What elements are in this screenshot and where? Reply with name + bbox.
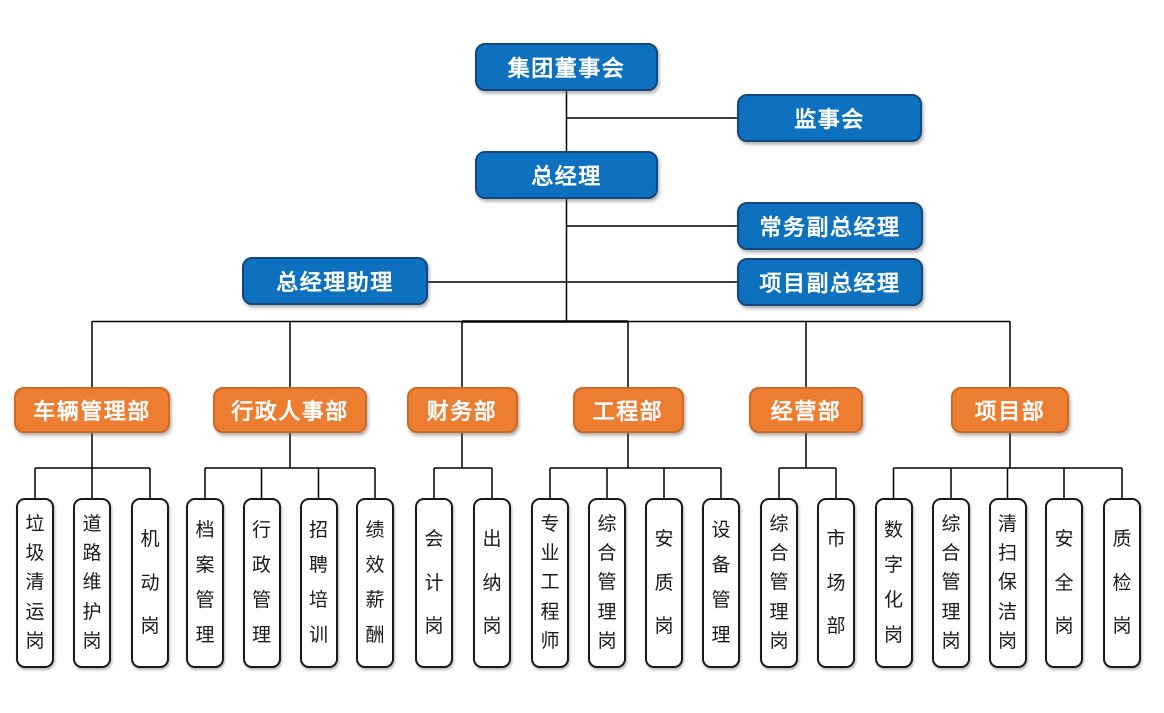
position-label: 设备管理	[711, 519, 731, 646]
position-box: 垃圾清运岗	[16, 498, 54, 668]
dept-box: 行政人事部	[213, 387, 367, 433]
position-label: 机动岗	[140, 527, 160, 638]
position-box: 道路维护岗	[73, 498, 111, 668]
node-executive-deputy-gm: 常务副总经理	[737, 202, 923, 250]
position-label: 绩效薪酬	[365, 519, 385, 646]
position-label: 综合管理岗	[941, 513, 961, 652]
position-box: 招聘培训	[299, 498, 338, 668]
position-box: 会计岗	[415, 498, 453, 668]
dept-box: 项目部	[951, 387, 1069, 433]
position-box: 数字化岗	[874, 498, 913, 668]
position-label: 招聘培训	[308, 519, 328, 646]
position-box: 综合管理岗	[932, 498, 970, 668]
position-label: 档案管理	[195, 519, 215, 646]
position-box: 安质岗	[645, 498, 683, 668]
position-box: 设备管理	[702, 498, 740, 668]
node-supervisory-board: 监事会	[737, 94, 922, 142]
position-label: 质检岗	[1112, 527, 1132, 638]
node-board: 集团董事会	[475, 43, 658, 91]
position-label: 综合管理岗	[597, 513, 617, 652]
position-label: 安全岗	[1054, 527, 1074, 638]
position-box: 安全岗	[1045, 498, 1083, 668]
position-box: 行政管理	[242, 498, 281, 668]
dept-box: 经营部	[749, 387, 863, 433]
position-box: 档案管理	[186, 498, 224, 668]
position-label: 安质岗	[654, 527, 674, 638]
position-box: 质检岗	[1103, 498, 1141, 668]
position-box: 出纳岗	[473, 498, 511, 668]
dept-box: 车辆管理部	[14, 387, 170, 433]
node-gm-assistant: 总经理助理	[242, 257, 428, 305]
position-box: 绩效薪酬	[356, 498, 394, 668]
position-box: 清扫保洁岗	[988, 498, 1027, 668]
position-label: 数字化岗	[883, 519, 903, 646]
position-box: 专业工程师	[531, 498, 569, 668]
position-box: 综合管理岗	[760, 498, 798, 668]
position-label: 垃圾清运岗	[25, 513, 45, 652]
position-label: 行政管理	[251, 519, 271, 646]
position-box: 市场部	[817, 498, 855, 668]
position-label: 会计岗	[424, 527, 444, 638]
position-label: 市场部	[826, 527, 846, 638]
position-label: 清扫保洁岗	[997, 513, 1017, 652]
position-label: 综合管理岗	[769, 513, 789, 652]
position-label: 专业工程师	[540, 513, 560, 652]
node-project-deputy-gm: 项目副总经理	[737, 258, 923, 306]
dept-box: 工程部	[572, 387, 684, 433]
position-label: 道路维护岗	[82, 513, 102, 652]
position-box: 机动岗	[131, 498, 169, 668]
node-general-manager: 总经理	[475, 151, 658, 199]
position-label: 出纳岗	[482, 527, 502, 638]
position-box: 综合管理岗	[588, 498, 626, 668]
dept-box: 财务部	[406, 387, 518, 433]
